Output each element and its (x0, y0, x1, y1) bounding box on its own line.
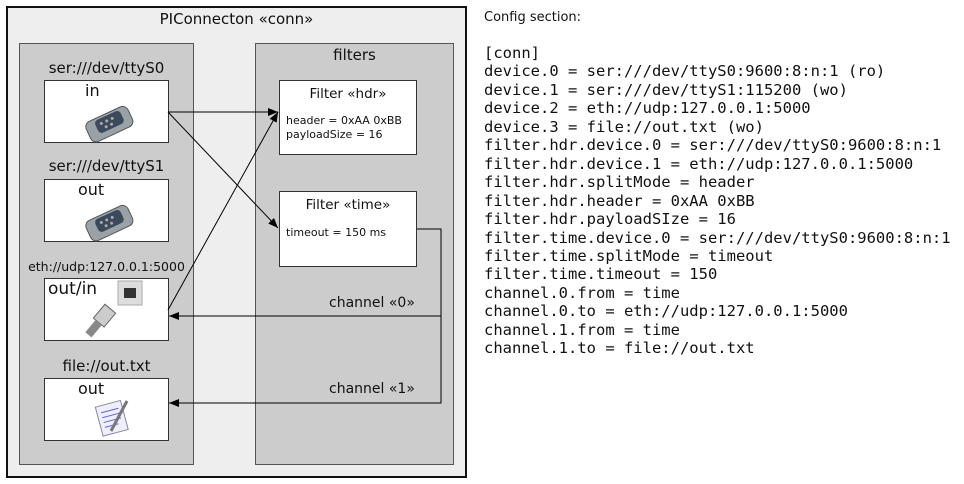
arrow-eth-to-hdr (167, 111, 279, 311)
config-line: filter.hdr.splitMode = header (484, 173, 755, 192)
device-mode: out/in (48, 279, 98, 299)
device-mode: in (85, 81, 100, 100)
config-line: device.2 = eth://udp:127.0.0.1:5000 (484, 99, 811, 118)
filter-hdr-box: Filter «hdr» header = 0xAA 0xBB payloadS… (279, 80, 417, 155)
channel-1-line (169, 316, 442, 407)
config-text: [conn]device.0 = ser:///dev/ttyS0:9600:8… (484, 44, 951, 358)
channel-0-label: channel «0» (329, 295, 415, 311)
config-heading: Config section: (484, 10, 582, 25)
device-mode: out (78, 379, 105, 398)
config-line: filter.hdr.device.0 = ser:///dev/ttyS0:9… (484, 136, 942, 155)
device-box-file: out (44, 378, 169, 441)
filter-time-box: Filter «time» timeout = 150 ms (279, 191, 417, 267)
config-line: filter.time.device.0 = ser:///dev/ttyS0:… (484, 228, 951, 247)
config-line: channel.0.from = time (484, 283, 680, 302)
device-mode: out (78, 180, 105, 199)
device-label-ttys1: ser:///dev/ttyS1 (48, 157, 165, 175)
filter-param: timeout = 150 ms (286, 226, 387, 239)
config-line: channel.1.to = file://out.txt (484, 339, 755, 358)
device-label-eth: eth://udp:127.0.0.1:5000 (28, 259, 185, 274)
text-file-icon (94, 399, 129, 437)
device-label-ttys0: ser:///dev/ttyS0 (48, 59, 165, 77)
config-line: filter.hdr.header = 0xAA 0xBB (484, 191, 755, 210)
device-box-ttys1: out (44, 179, 169, 242)
filter-param: payloadSize = 16 (286, 128, 383, 141)
channel-0-line (169, 228, 442, 320)
config-line: filter.hdr.payloadSIze = 16 (484, 210, 736, 229)
filter-title: Filter «hdr» (309, 86, 387, 102)
arrow-ttys0-to-time (167, 111, 279, 229)
serial-port-icon (85, 204, 134, 242)
filters-title: filters (333, 46, 376, 64)
config-line: device.0 = ser:///dev/ttyS0:9600:8:n:1 (… (484, 62, 886, 81)
config-line: device.1 = ser:///dev/ttyS1:115200 (wo) (484, 80, 848, 99)
serial-port-icon (85, 105, 134, 143)
config-line: channel.0.to = eth://udp:127.0.0.1:5000 (484, 302, 848, 321)
device-box-ttys0: in (44, 80, 169, 143)
channel-1-label: channel «1» (329, 381, 415, 397)
config-line: device.3 = file://out.txt (wo) (484, 117, 764, 136)
diagram-title: PIConnecton «conn» (159, 10, 314, 28)
config-line: filter.hdr.device.1 = eth://udp:127.0.0.… (484, 154, 914, 173)
filter-param: header = 0xAA 0xBB (286, 114, 402, 127)
config-line: channel.1.from = time (484, 320, 680, 339)
filter-title: Filter «time» (305, 197, 391, 213)
config-line: filter.time.timeout = 150 (484, 265, 718, 284)
device-label-file: file://out.txt (62, 357, 151, 375)
config-line: [conn] (484, 44, 540, 62)
ethernet-cable-icon (85, 280, 143, 338)
config-line: filter.time.splitMode = timeout (484, 246, 774, 265)
